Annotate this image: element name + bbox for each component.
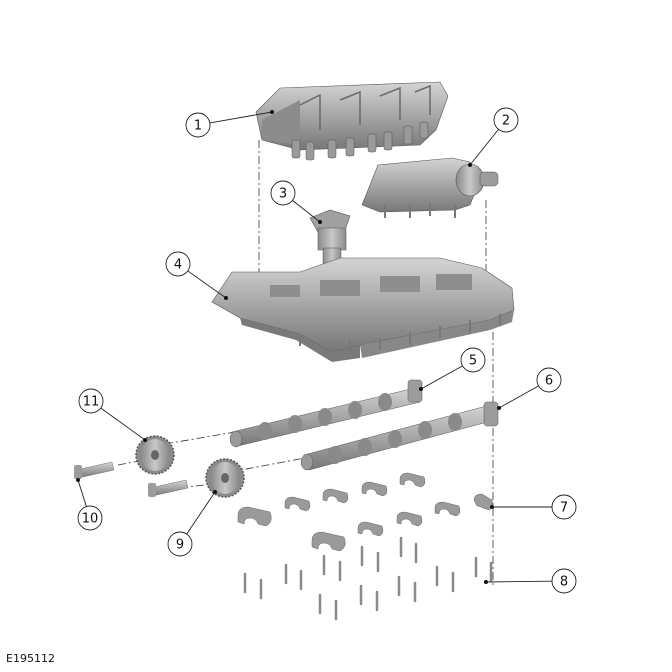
leader-dot (143, 438, 147, 442)
part-8-bolts (243, 536, 493, 621)
callout-11: 11 (78, 388, 147, 442)
callout-circle (551, 568, 577, 594)
callout-label: 11 (83, 395, 100, 410)
leader-line (187, 270, 227, 299)
callout-label: 9 (176, 538, 184, 553)
callout-label: 10 (82, 512, 99, 527)
callout-circle (77, 505, 103, 531)
callout-9: 9 (167, 490, 217, 557)
callout-label: 5 (469, 354, 477, 369)
leader-dot (318, 220, 322, 224)
leader-dot (497, 406, 501, 410)
leader-dot (484, 580, 488, 584)
callout-label: 2 (502, 114, 510, 129)
leader-dot (490, 505, 494, 509)
leader-line (77, 479, 87, 507)
leader-line (485, 580, 553, 583)
callout-label: 4 (174, 258, 182, 273)
leader-dot (224, 296, 228, 300)
part-11-sprocket (135, 435, 175, 475)
leader-dot (270, 110, 274, 114)
callout-4: 4 (165, 251, 228, 300)
callout-label: 3 (279, 187, 287, 202)
leader-dot (213, 490, 217, 494)
callout-circle (460, 347, 486, 373)
leader-line (292, 200, 321, 223)
figure-id: E195112 (6, 652, 55, 665)
callout-circle (551, 494, 577, 520)
callout-7: 7 (490, 494, 577, 520)
part-9-sprocket (205, 458, 245, 498)
leader-line (100, 407, 146, 441)
callout-8: 8 (484, 568, 577, 594)
callout-circle (165, 251, 191, 277)
part-2-cover (361, 157, 499, 218)
leader-line (186, 491, 216, 535)
callout-10: 10 (76, 478, 103, 531)
leader-line (420, 365, 463, 390)
leader-line (209, 111, 273, 124)
callout-1: 1 (185, 110, 274, 138)
callout-label: 7 (560, 501, 568, 516)
leader-dot (468, 163, 472, 167)
callout-circle (167, 531, 193, 557)
callout-circle (493, 107, 519, 133)
callout-5: 5 (419, 347, 486, 391)
part-1-upper-cover (255, 81, 449, 161)
callout-circle (185, 112, 211, 138)
part-5-camshaft (229, 379, 423, 448)
part-4-cam-carrier (211, 257, 515, 362)
callout-label: 6 (545, 374, 553, 389)
callout-6: 6 (497, 367, 562, 410)
leader-line (469, 129, 499, 166)
leader-line (498, 385, 539, 409)
leader-dot (419, 387, 423, 391)
callout-label: 8 (560, 575, 568, 590)
callout-2: 2 (468, 107, 519, 167)
callout-circle (536, 367, 562, 393)
callout-circle (270, 180, 296, 206)
callout-label: 1 (194, 119, 202, 134)
callout-circle (78, 388, 104, 414)
callout-3: 3 (270, 180, 322, 224)
part-10-bolts (74, 461, 189, 497)
part-6-camshaft (300, 401, 499, 471)
leader-dot (76, 478, 80, 482)
part-7-bearing-caps (237, 472, 493, 552)
callouts: 1 2 3 4 5 6 7 8 9 10 11 (76, 107, 577, 594)
